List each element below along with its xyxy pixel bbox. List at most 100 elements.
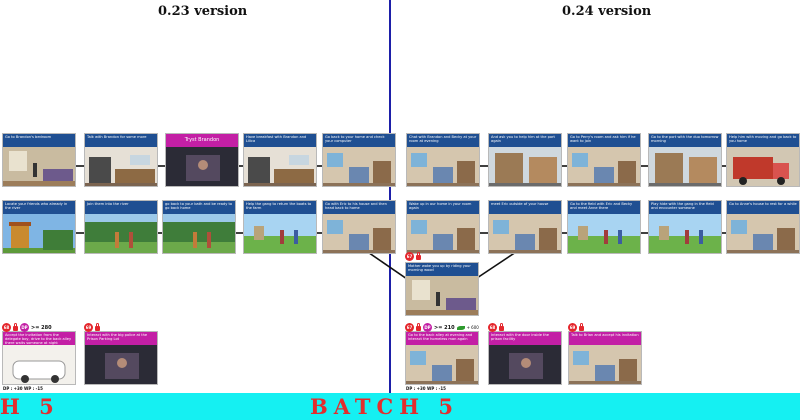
quest-scene-port bbox=[489, 147, 561, 186]
quest-card-r9[interactable]: Play hide with the gang in the field and… bbox=[648, 200, 722, 254]
quest-number-badge: 67 bbox=[405, 252, 414, 261]
lock-icon bbox=[416, 326, 421, 331]
quest-caption: Talk with Brandon for some more bbox=[85, 134, 157, 147]
quest-caption: Talk to Brian and accept his invitation bbox=[569, 332, 641, 345]
quest-card-l7[interactable]: Join them into the river bbox=[84, 200, 158, 254]
batch-banner: H 5 BATCH 5 bbox=[0, 393, 800, 420]
quest-card-l4[interactable]: Have breakfast with Brandon and Lilica bbox=[243, 133, 317, 187]
quest-scene-field bbox=[568, 214, 640, 253]
quest-caption: Help him with moving and go back to you … bbox=[727, 134, 799, 147]
quest-number-badge: 69 bbox=[568, 323, 577, 332]
requirement-badges-q3: 67DP>= 210+ 600 bbox=[405, 323, 479, 332]
quest-card-r4[interactable]: Go to the port with the duo tomorrow mor… bbox=[648, 133, 722, 187]
quest-card-q5[interactable]: Talk to Brian and accept his invitation bbox=[568, 331, 642, 385]
lock-icon bbox=[13, 326, 18, 331]
stat-changes-q3: DP : +30 WP : -15 bbox=[406, 386, 446, 391]
quest-caption: Accept the invitation from the delegate … bbox=[3, 332, 75, 345]
banner-left-fragment: H 5 bbox=[0, 393, 60, 420]
quest-caption: Go to Anne's house to rest for a while bbox=[727, 201, 799, 214]
quest-card-l10[interactable]: Go with Eric to his house and then head … bbox=[322, 200, 396, 254]
quest-scene-truck bbox=[727, 147, 799, 186]
quest-number-badge: 68 bbox=[488, 323, 497, 332]
dp-stat-badge: DP bbox=[20, 323, 29, 332]
quest-scene-dark bbox=[166, 147, 238, 186]
quest-card-r2[interactable]: And ask you to help him at the port agai… bbox=[488, 133, 562, 187]
quest-card-r3[interactable]: Go to Perry's room and ask him if he wan… bbox=[567, 133, 641, 187]
quest-caption: Interact with the door inside the prison… bbox=[489, 332, 561, 345]
quest-card-r1[interactable]: Chat with Brandon and Becky at your room… bbox=[406, 133, 480, 187]
quest-caption: Tryst Brandon bbox=[166, 134, 238, 147]
lock-icon bbox=[95, 326, 100, 331]
quest-caption: Interact with the big police at the Pris… bbox=[85, 332, 157, 345]
quest-card-l9[interactable]: Help the gang to return the boats to the… bbox=[243, 200, 317, 254]
quest-scene-field bbox=[244, 214, 316, 253]
quest-scene-forest bbox=[85, 214, 157, 253]
quest-caption: Join them into the river bbox=[85, 201, 157, 214]
quest-scene-field bbox=[649, 214, 721, 253]
requirement-badges-q5: 69 bbox=[568, 323, 584, 332]
quest-number-badge: 69 bbox=[84, 323, 93, 332]
dp-requirement: >= 210 bbox=[434, 325, 455, 331]
money-bonus: + 600 bbox=[467, 325, 479, 330]
quest-caption: Go with Eric to his house and then head … bbox=[323, 201, 395, 214]
quest-scene-car bbox=[3, 345, 75, 384]
quest-card-l5[interactable]: Go back to your home and check your comp… bbox=[322, 133, 396, 187]
quest-caption: And ask you to help him at the port agai… bbox=[489, 134, 561, 147]
requirement-badges-r11: 67 bbox=[405, 252, 421, 261]
quest-card-l3[interactable]: Tryst Brandon bbox=[165, 133, 239, 187]
quest-caption: Go to the field with Eric and Becky and … bbox=[568, 201, 640, 214]
quest-scene-room bbox=[568, 147, 640, 186]
stat-changes-q1: DP : +30 WP : -15 bbox=[3, 386, 43, 391]
requirement-badges-q4: 68 bbox=[488, 323, 504, 332]
quest-card-l8[interactable]: go back to your bath and be ready to go … bbox=[162, 200, 236, 254]
quest-scene-room bbox=[323, 147, 395, 186]
lock-icon bbox=[499, 326, 504, 331]
lock-icon bbox=[416, 255, 421, 260]
quest-card-l1[interactable]: Go to Brandon's bedroom bbox=[2, 133, 76, 187]
quest-caption: Mother woke you up by riding your mornin… bbox=[406, 263, 478, 276]
quest-card-q2[interactable]: Interact with the big police at the Pris… bbox=[84, 331, 158, 385]
quest-card-r11[interactable]: Mother woke you up by riding your mornin… bbox=[405, 262, 479, 316]
quest-card-r10[interactable]: Go to Anne's house to rest for a while bbox=[726, 200, 800, 254]
quest-caption: Locate your friends who already in the r… bbox=[3, 201, 75, 214]
quest-number-badge: 68 bbox=[2, 323, 11, 332]
quest-scene-dark bbox=[489, 345, 561, 384]
banner-batch-label: BATCH 5 bbox=[310, 393, 459, 420]
quest-card-q4[interactable]: Interact with the door inside the prison… bbox=[488, 331, 562, 385]
quest-caption: meet Eric outside of your house bbox=[489, 201, 561, 214]
requirement-badges-q1: 68 DP>= 280 bbox=[2, 323, 52, 332]
quest-scene-room bbox=[489, 214, 561, 253]
quest-card-q3[interactable]: Go to the back alley at evening and inte… bbox=[405, 331, 479, 385]
quest-card-q1[interactable]: Accept the invitation from the delegate … bbox=[2, 331, 76, 385]
quest-scene-temple bbox=[3, 214, 75, 253]
dp-requirement: >= 280 bbox=[31, 325, 52, 331]
quest-caption: Wake up in our home in your room again bbox=[407, 201, 479, 214]
leaf-icon bbox=[457, 326, 465, 330]
quest-card-r5[interactable]: Help him with moving and go back to you … bbox=[726, 133, 800, 187]
quest-caption: Go to the port with the duo tomorrow mor… bbox=[649, 134, 721, 147]
quest-card-r7[interactable]: meet Eric outside of your house bbox=[488, 200, 562, 254]
quest-caption: Go to the back alley at evening and inte… bbox=[406, 332, 478, 345]
quest-scene-room bbox=[406, 345, 478, 384]
quest-caption: Help the gang to return the boats to the… bbox=[244, 201, 316, 214]
quest-scene-bedroom bbox=[3, 147, 75, 186]
quest-scene-port bbox=[649, 147, 721, 186]
quest-scene-room bbox=[323, 214, 395, 253]
quest-card-l6[interactable]: Locate your friends who already in the r… bbox=[2, 200, 76, 254]
quest-scene-dark bbox=[85, 345, 157, 384]
quest-scene-kitchen bbox=[244, 147, 316, 186]
quest-card-r8[interactable]: Go to the field with Eric and Becky and … bbox=[567, 200, 641, 254]
quest-number-badge: 67 bbox=[405, 323, 414, 332]
quest-caption: go back to your bath and be ready to go … bbox=[163, 201, 235, 214]
quest-caption: Go to Perry's room and ask him if he wan… bbox=[568, 134, 640, 147]
quest-scene-room bbox=[407, 214, 479, 253]
quest-caption: Have breakfast with Brandon and Lilica bbox=[244, 134, 316, 147]
quest-card-r6[interactable]: Wake up in our home in your room again bbox=[406, 200, 480, 254]
quest-card-l2[interactable]: Talk with Brandon for some more bbox=[84, 133, 158, 187]
lock-icon bbox=[579, 326, 584, 331]
quest-scene-forest bbox=[163, 214, 235, 253]
quest-caption: Go to Brandon's bedroom bbox=[3, 134, 75, 147]
quest-caption: Go back to your home and check your comp… bbox=[323, 134, 395, 147]
quest-scene-bedroom bbox=[406, 276, 478, 315]
quest-scene-kitchen bbox=[85, 147, 157, 186]
